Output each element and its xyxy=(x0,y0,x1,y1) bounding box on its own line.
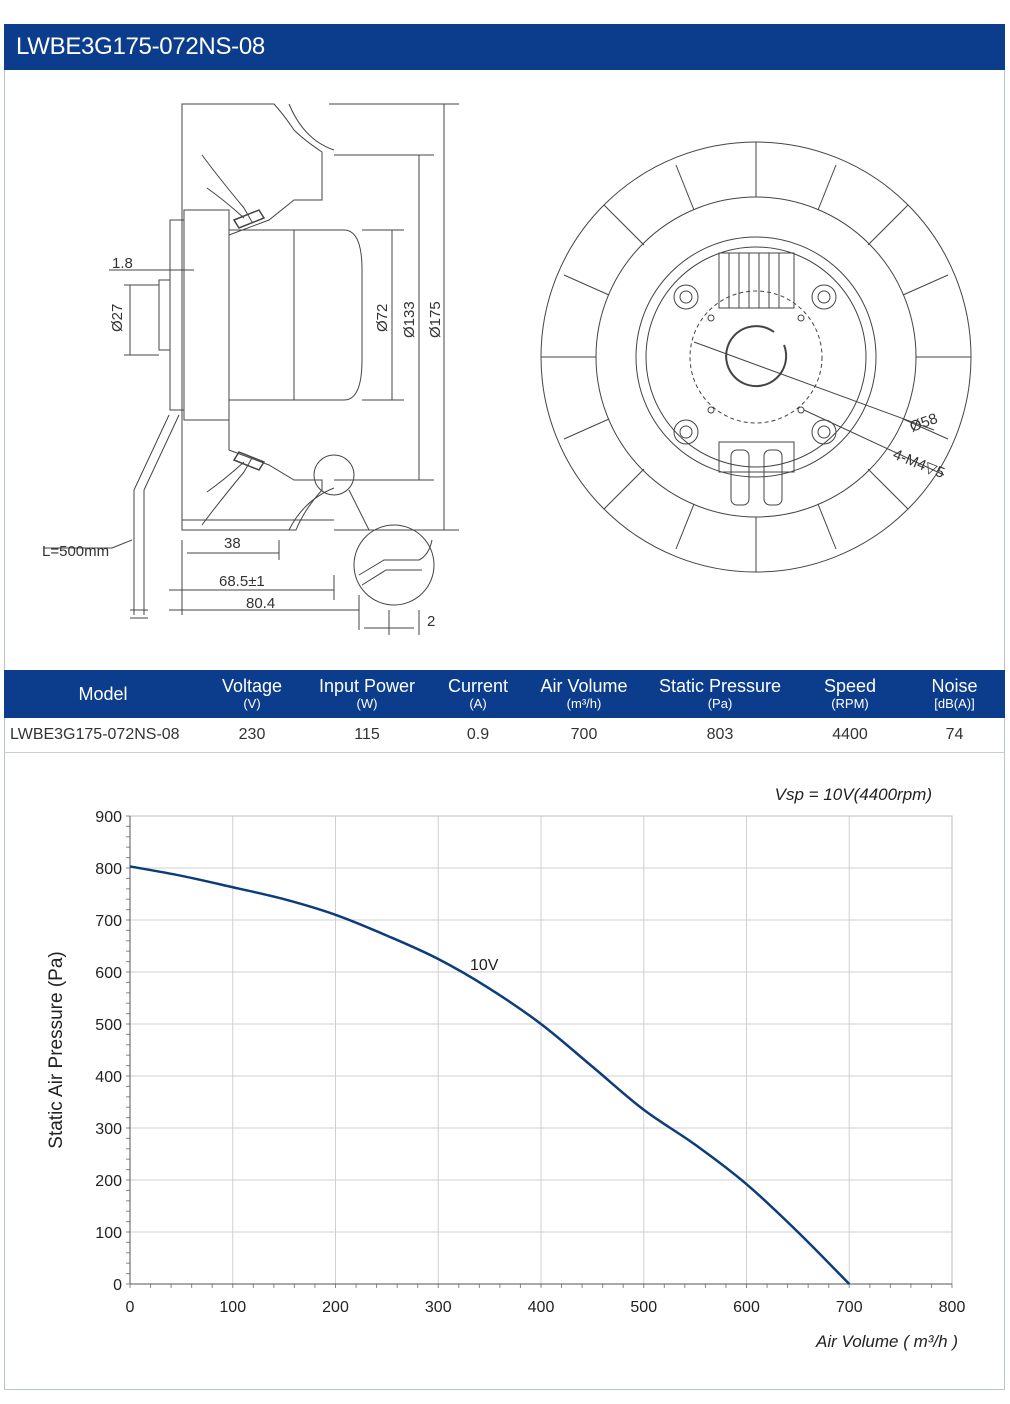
col-voltage: Voltage(V) xyxy=(221,676,283,711)
col-air-volume: Air Volume(m³/h) xyxy=(540,676,628,711)
x-tick-label: 100 xyxy=(219,1299,246,1316)
y-tick-label: 500 xyxy=(95,1017,122,1034)
cell-static-pressure: 803 xyxy=(644,718,796,753)
cell-model: LWBE3G175-072NS-08 xyxy=(4,718,202,753)
y-tick-label: 100 xyxy=(95,1225,122,1242)
dim-68-5: 68.5±1 xyxy=(219,573,265,590)
dim-d27: Ø27 xyxy=(109,304,126,332)
col-static-pressure: Static Pressure(Pa) xyxy=(658,676,782,711)
cell-voltage: 230 xyxy=(202,718,302,753)
dim-d58: Ø58 xyxy=(908,410,940,436)
spec-header-row: Model Voltage(V) Input Power(W) Current(… xyxy=(4,670,1005,718)
x-tick-label: 200 xyxy=(322,1299,349,1316)
dim-38: 38 xyxy=(224,535,241,552)
x-tick-label: 400 xyxy=(528,1299,555,1316)
y-tick-label: 200 xyxy=(95,1173,122,1190)
y-tick-label: 600 xyxy=(95,965,122,982)
series-label-10v: 10V xyxy=(470,957,499,974)
col-input-power: Input Power(W) xyxy=(318,676,416,711)
dim-d175: Ø175 xyxy=(427,301,444,338)
x-axis-label: Air Volume ( m³/h ) xyxy=(815,1332,958,1351)
y-tick-label: 800 xyxy=(95,861,122,878)
spec-table: Model Voltage(V) Input Power(W) Current(… xyxy=(4,670,1005,753)
y-tick-label: 700 xyxy=(95,913,122,930)
dim-1-8: 1.8 xyxy=(112,255,133,272)
y-tick-label: 300 xyxy=(95,1121,122,1138)
x-tick-label: 500 xyxy=(630,1299,657,1316)
y-tick-label: 900 xyxy=(95,809,122,826)
series-line-10v xyxy=(129,865,851,1285)
col-speed: Speed(RPM) xyxy=(823,676,877,711)
cell-input-power: 115 xyxy=(302,718,432,753)
cell-air-volume: 700 xyxy=(524,718,644,753)
col-current: Current(A) xyxy=(447,676,509,711)
chart-title: Vsp = 10V(4400rpm) xyxy=(775,785,932,804)
table-row: LWBE3G175-072NS-08 230 115 0.9 700 803 4… xyxy=(4,718,1005,753)
dim-d133: Ø133 xyxy=(401,301,418,338)
dim-screw-holes: 4-M4▽5 xyxy=(891,446,947,482)
col-model: Model xyxy=(78,684,128,704)
y-axis-label: Static Air Pressure (Pa) xyxy=(46,951,67,1148)
x-tick-label: 300 xyxy=(425,1299,452,1316)
cell-noise: 74 xyxy=(904,718,1005,753)
page-title: LWBE3G175-072NS-08 xyxy=(4,24,1005,70)
cell-current: 0.9 xyxy=(432,718,524,753)
x-tick-label: 800 xyxy=(939,1299,966,1316)
cell-speed: 4400 xyxy=(796,718,904,753)
x-tick-label: 700 xyxy=(836,1299,863,1316)
x-tick-label: 600 xyxy=(733,1299,760,1316)
y-tick-label: 0 xyxy=(113,1277,122,1294)
technical-drawing: 1.8 Ø27 Ø72 Ø133 Ø175 38 68.5±1 80.4 2 L… xyxy=(42,103,972,635)
dim-cable-length: L=500mm xyxy=(42,543,109,560)
performance-chart: 0 100 200 300 400 500 600 700 800 900 0 100 200 300 4… xyxy=(46,785,966,1351)
dim-d72: Ø72 xyxy=(374,304,391,332)
col-noise: Noise[dB(A)] xyxy=(931,676,978,711)
y-tick-label: 400 xyxy=(95,1069,122,1086)
dim-80-4: 80.4 xyxy=(246,595,275,612)
x-tick-label: 0 xyxy=(126,1299,135,1316)
dim-2: 2 xyxy=(427,613,435,630)
